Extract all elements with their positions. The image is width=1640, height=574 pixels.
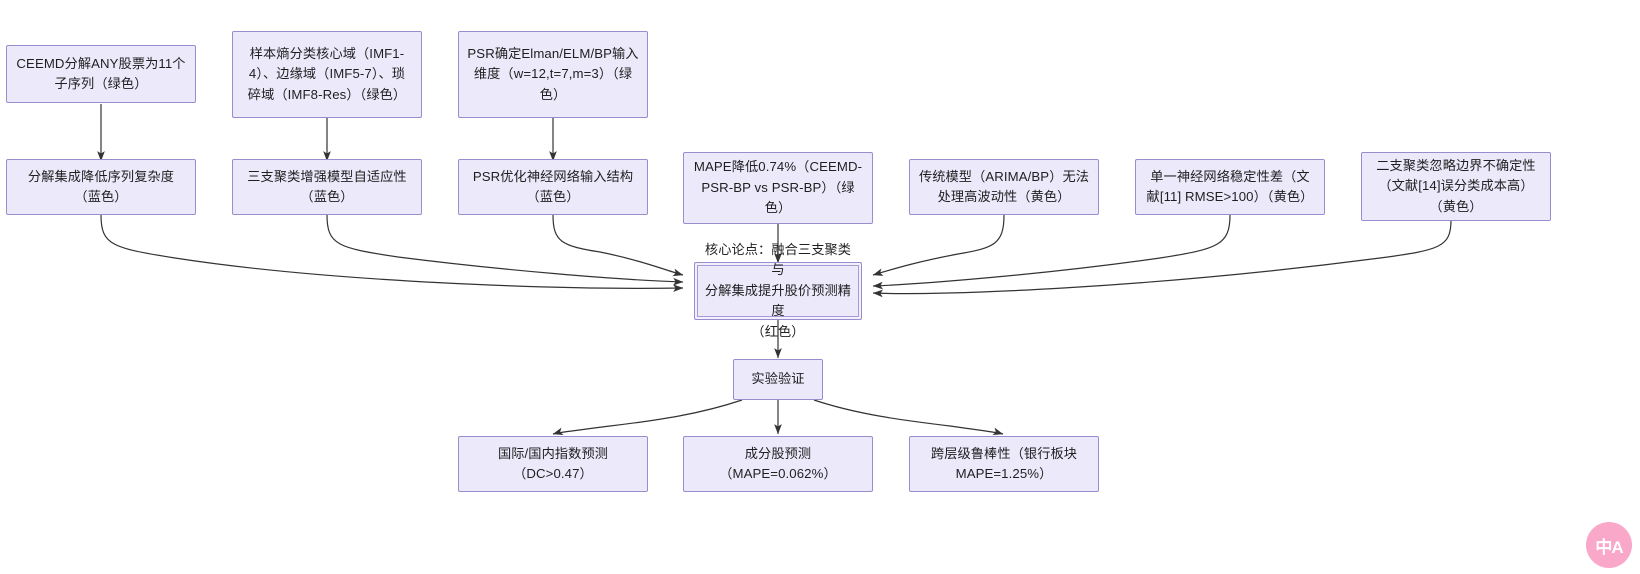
edge-exp-r3 xyxy=(813,399,1004,435)
edge-n6-core xyxy=(552,214,684,277)
edge-n8-core xyxy=(872,214,1005,276)
edge-n4-core xyxy=(100,214,684,292)
node-result-index-prediction[interactable]: 国际/国内指数预测 （DC>0.47） xyxy=(458,436,648,492)
node-mape-improvement[interactable]: MAPE降低0.74%（CEEMD- PSR-BP vs PSR-BP）（绿 色… xyxy=(683,152,873,224)
node-result-cross-level-robustness[interactable]: 跨层级鲁棒性（银行板块 MAPE=1.25%） xyxy=(909,436,1099,492)
node-two-way-clustering-boundary[interactable]: 二支聚类忽略边界不确定性 （文献[14]误分类成本高） （黄色） xyxy=(1361,152,1551,221)
edge-n10-core xyxy=(872,219,1452,298)
node-decomposition-reduces-complexity[interactable]: 分解集成降低序列复杂度 （蓝色） xyxy=(6,159,196,215)
node-ceemd-decomposition[interactable]: CEEMD分解ANY股票为11个 子序列（绿色） xyxy=(6,45,196,103)
node-sample-entropy-classification[interactable]: 样本熵分类核心域（IMF1- 4）、边缘域（IMF5-7）、琐 碎域（IMF8-… xyxy=(232,31,422,118)
watermark-badge: 中A xyxy=(1586,522,1632,568)
node-psr-input-dimension[interactable]: PSR确定Elman/ELM/BP输入 维度（w=12,t=7,m=3）（绿 色… xyxy=(458,31,648,118)
node-psr-optimizes-network-input[interactable]: PSR优化神经网络输入结构 （蓝色） xyxy=(458,159,648,215)
edge-n5-core xyxy=(326,214,684,286)
edge-exp-r1 xyxy=(552,399,743,435)
node-three-way-clustering-adaptivity[interactable]: 三支聚类增强模型自适应性 （蓝色） xyxy=(232,159,422,215)
node-traditional-model-limitation[interactable]: 传统模型（ARIMA/BP）无法 处理高波动性（黄色） xyxy=(909,159,1099,215)
node-single-network-instability[interactable]: 单一神经网络稳定性差（文 献[11] RMSE>100）（黄色） xyxy=(1135,159,1325,215)
node-core-claim[interactable]: 核心论点：融合三支聚类与 分解集成提升股价预测精度 （红色） xyxy=(694,242,862,339)
edge-n9-core xyxy=(872,214,1231,290)
node-result-constituent-stock[interactable]: 成分股预测 （MAPE=0.062%） xyxy=(683,436,873,492)
node-experiment-validation[interactable]: 实验验证 xyxy=(733,359,823,400)
